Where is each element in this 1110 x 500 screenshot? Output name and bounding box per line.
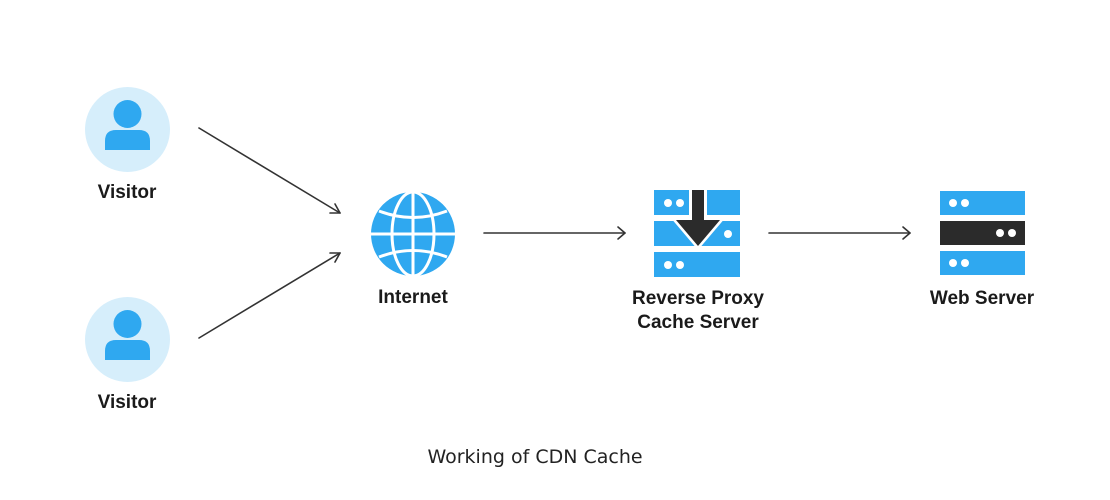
edge-internet-proxy xyxy=(483,226,626,240)
visitor-1-label: Visitor xyxy=(97,182,157,203)
node-reverse-proxy xyxy=(654,190,742,278)
edge-visitor2-internet xyxy=(198,252,341,339)
server-icon xyxy=(940,191,1025,275)
internet-label: Internet xyxy=(378,287,448,308)
node-visitor-2 xyxy=(85,297,170,382)
edge-visitor1-internet xyxy=(198,127,341,214)
globe-icon xyxy=(371,191,455,277)
cache-server-icon xyxy=(654,190,740,277)
user-icon xyxy=(85,87,170,172)
visitor-2-label: Visitor xyxy=(97,392,157,413)
node-web-server xyxy=(940,191,1026,277)
web-server-label: Web Server xyxy=(929,288,1035,309)
reverse-proxy-label: Reverse Proxy Cache Server xyxy=(617,287,779,335)
node-visitor-1 xyxy=(85,87,170,172)
reverse-proxy-label-line1: Reverse Proxy xyxy=(631,288,765,309)
node-internet xyxy=(370,191,456,277)
user-icon xyxy=(85,297,170,382)
edge-proxy-webserver xyxy=(768,226,911,240)
diagram-caption: Working of CDN Cache xyxy=(427,446,643,468)
reverse-proxy-label-line2: Cache Server xyxy=(637,312,759,333)
